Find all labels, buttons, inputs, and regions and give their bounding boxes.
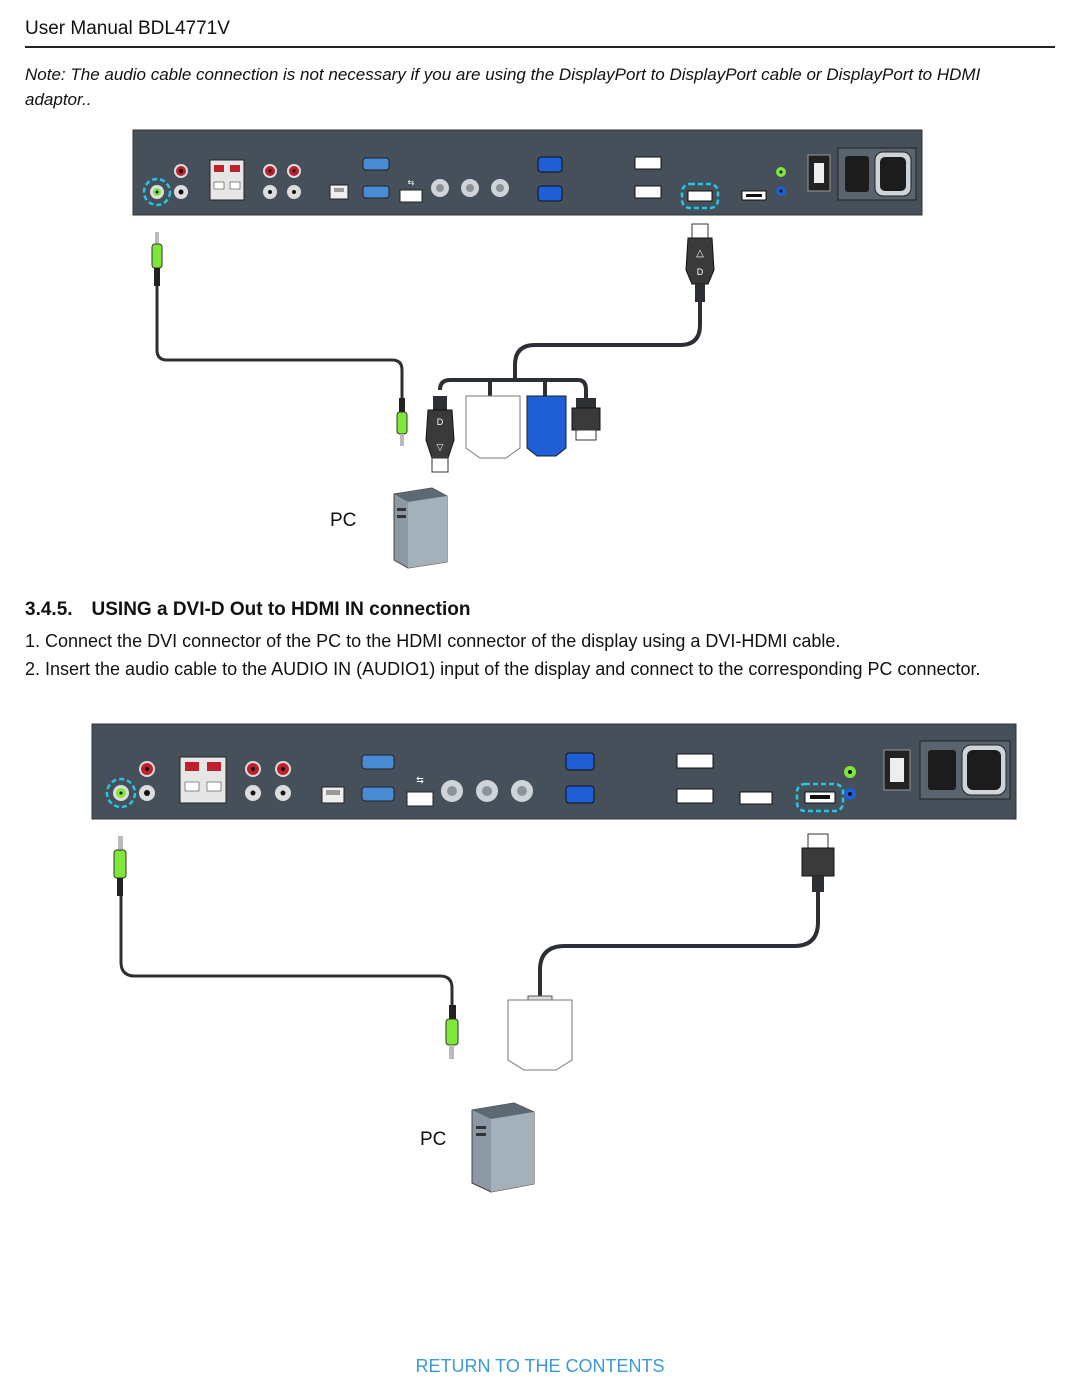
vga-plug-pc [526,395,567,457]
speaker-terminal-icon [179,756,227,804]
power-switch-icon [883,749,911,791]
dvi-port-icon [676,753,714,804]
hdmi-port-icon [741,190,767,201]
ir-jacks-icon [776,167,786,196]
component-jacks [441,780,533,802]
displayport-icon [739,791,773,805]
dvi-port-icon [634,156,662,199]
rca-jack-icon [263,164,301,199]
diagram-displayport-connection: ⇆ △ D [132,129,923,569]
component-jacks [431,179,509,197]
svg-text:▽: ▽ [437,442,444,452]
vga-port-icon [537,156,563,202]
ir-jacks-icon [844,766,856,800]
audio-cable [151,232,408,446]
return-to-contents-link[interactable]: RETURN TO THE CONTENTS [415,1356,665,1376]
rs232-port-icon [361,754,395,802]
hdmi-plug-pc [571,398,601,441]
audio-cable-2 [113,836,459,1059]
display-back-panel-2 [91,723,1017,820]
header-divider [25,46,1055,48]
step-2-text: 2. Insert the audio cable to the AUDIO I… [25,659,981,679]
pc-tower-icon [393,487,448,569]
ac-socket-icon [919,740,1011,800]
page-header-title: User Manual BDL4771V [25,18,230,39]
svg-text:⇆: ⇆ [416,775,424,785]
svg-text:D: D [437,417,444,427]
pc-label-2: PC [420,1129,447,1150]
rs232-port-icon [362,157,390,199]
svg-text:△: △ [696,248,704,259]
svg-text:⇆: ⇆ [408,178,415,187]
section-heading: 3.4.5. USING a DVI-D Out to HDMI IN conn… [25,599,471,620]
pc-label-1: PC [330,510,357,531]
rca-jack-icon [245,761,291,801]
rj45-icon [329,184,349,200]
usb-port-icon: ⇆ [406,775,434,807]
note-text: Note: The audio cable connection is not … [25,65,981,109]
vga-port-icon [565,752,595,804]
hdmi-port-icon [795,782,845,813]
dvi-plug-pc [465,395,521,459]
dvi-hdmi-cable [507,833,835,1071]
displayport-cable: △ D [438,223,715,398]
ac-socket-icon [837,147,917,201]
svg-text:D: D [697,267,704,277]
audio-jack-icon [142,164,188,207]
speaker-terminal-icon [209,159,245,201]
display-back-panel [132,129,923,216]
pc-tower-icon [471,1102,535,1193]
power-switch-icon [807,154,831,192]
displayport-icon [680,182,720,210]
rj45-icon [321,786,345,804]
dp-plug-pc: D ▽ [425,396,455,473]
usb-port-icon: ⇆ [399,178,423,203]
audio-jack-icon [105,761,155,809]
step-1-text: 1. Connect the DVI connector of the PC t… [25,631,841,651]
